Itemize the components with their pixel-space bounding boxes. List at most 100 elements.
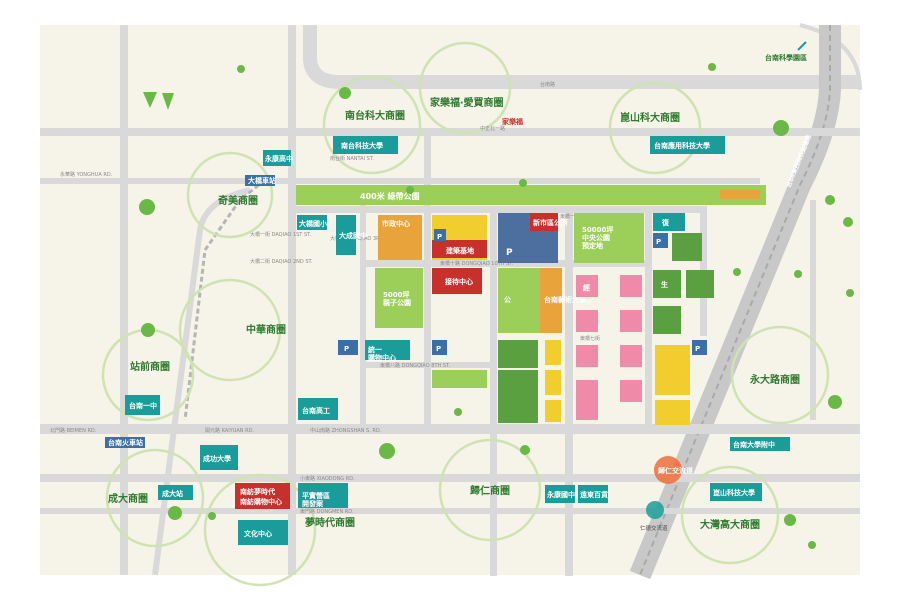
road-label-dongqiao-10: 東橋十路 DONGQIAO 10TH ST. xyxy=(440,260,514,267)
park-band-label: 400米 綠帶公園 xyxy=(360,191,419,201)
orange-block-a xyxy=(378,215,422,260)
nanfang-box[interactable] xyxy=(235,483,290,509)
zone-titles: 南台科大商圈 家樂福‧愛買商圈 崑山科大商圈 奇美商圈 中華商圈 站前商圈 成大… xyxy=(108,96,800,531)
parking-icon-c xyxy=(653,233,668,248)
tongyi-label: 統一購物中心 xyxy=(367,345,396,362)
tunnel-marker[interactable] xyxy=(646,501,664,519)
zone-circle-nantai xyxy=(322,75,422,175)
park-5000-label: 5000坪親子公園 xyxy=(383,290,411,307)
tainan-hosp-box[interactable] xyxy=(730,437,790,451)
cultural-center-label: 文化中心 xyxy=(244,529,272,538)
yuan-sheng-label: 遠東百貨 xyxy=(580,490,608,499)
ta-univ-label: 台南應用科技大學 xyxy=(654,141,710,150)
daqiao-school-box[interactable] xyxy=(297,215,327,230)
red-small xyxy=(530,213,558,231)
cultural-center-box[interactable] xyxy=(238,520,288,545)
tunnel-label: 仁德交流道 xyxy=(640,524,668,532)
parking-icon-e xyxy=(432,340,447,355)
zone-circle-yongkang xyxy=(186,151,274,239)
chengda-stn-box[interactable] xyxy=(158,485,193,500)
road-label-beimen: 北門路 BEIMEN RD. xyxy=(50,427,97,434)
city-hall-label: 市政中心 xyxy=(382,219,410,228)
yi-block xyxy=(540,268,562,333)
science-park-arrow-icon xyxy=(797,41,807,51)
zone-title-chengda: 成大商圈 xyxy=(108,492,148,505)
parking-icon-f xyxy=(692,340,707,355)
park-5000-block xyxy=(375,268,423,328)
road-label-daqiao-2: 大橋二街 DAQIAO 2ND ST. xyxy=(250,258,313,265)
road-label-yonghua: 永華路 YONGHUA RD. xyxy=(60,171,113,178)
tai-art-label: 台南藝術大學 xyxy=(544,295,586,304)
construction-label: 建築基地 xyxy=(446,246,474,255)
pink-blocks xyxy=(576,275,642,420)
road-label-dongqiao-8: 東橋八路 DONGQIAO 8TH ST. xyxy=(380,362,450,369)
green-strip xyxy=(432,370,487,388)
parking-label-e: P xyxy=(436,345,441,353)
kunshan-u-box[interactable] xyxy=(710,483,762,501)
tainan-station-box[interactable] xyxy=(105,437,145,448)
parking-label-c: P xyxy=(656,238,661,246)
fu-box xyxy=(653,213,685,231)
road-label-daqiao-1: 大橋一街 DAQIAO 1ST ST. xyxy=(250,231,312,238)
road-label-zhongshan: 中山南路 ZHONGSHAN S. RD. xyxy=(310,427,382,434)
pingshi-label: 平實營區開發案 xyxy=(302,491,330,508)
gong-label: 公 xyxy=(504,296,511,304)
yuan-sheng-box[interactable] xyxy=(578,485,608,503)
zone-title-zhanqian: 站前商圈 xyxy=(130,360,170,373)
dacheng-box[interactable] xyxy=(336,215,356,255)
tongyi-box[interactable] xyxy=(365,340,410,360)
pingshi-box[interactable] xyxy=(298,483,348,508)
zone-circle-zhonghua xyxy=(178,278,282,382)
dacheng-label: 大成國中 xyxy=(339,231,367,240)
nantai-univ-box[interactable] xyxy=(333,136,398,154)
zone-circle-chengda xyxy=(105,448,205,548)
road-label-daqiao-3: 大橋三街 DAQIAO 3RD ST. xyxy=(330,235,393,242)
zone-title-lunan: 歸仁商圈 xyxy=(470,484,510,497)
yongkang-ming-box[interactable] xyxy=(545,485,575,503)
zone-circles xyxy=(101,41,830,587)
nantai-univ-label: 南台科技大學 xyxy=(341,141,383,150)
ta-univ-box[interactable] xyxy=(650,136,725,154)
yongkang-hs-box[interactable] xyxy=(263,150,291,166)
parking-label-a: P xyxy=(437,233,442,241)
xinshi-label: 新市區公所 xyxy=(533,218,568,227)
zone-title-carrefour: 家樂福‧愛買商圈 xyxy=(430,96,503,109)
reception-box[interactable] xyxy=(432,268,482,294)
construction-box[interactable] xyxy=(432,240,487,258)
fu-label: 復 xyxy=(661,218,670,227)
road-label-dongmen: 東門路 DONGMEN RD. xyxy=(300,508,354,515)
zone-title-nantai: 南台科大商圈 xyxy=(345,109,405,122)
parking-label-d: P xyxy=(344,345,349,353)
tainan-station-label: 台南火車站 xyxy=(108,438,143,447)
zone-circle-yongda xyxy=(730,325,830,425)
ramp-sign xyxy=(720,190,760,199)
green-block-c xyxy=(672,233,702,261)
zone-title-yongkang: 奇美商圈 xyxy=(218,194,258,207)
tainan-gong-label: 台南高工 xyxy=(302,406,330,415)
tainan-hs-label: 台南一中 xyxy=(129,401,157,410)
nanfang-label: 南紡夢時代 xyxy=(240,487,275,496)
chengda-stn-label: 成大站 xyxy=(162,489,183,498)
gong-block xyxy=(498,268,518,333)
road-label-nantai: 南台街 NANTAI ST. xyxy=(330,155,374,162)
zone-title-meishidai: 夢時代商圈 xyxy=(305,516,355,529)
zhu-block xyxy=(518,268,540,333)
tainan-gong-box[interactable] xyxy=(298,398,338,420)
guiren-interchange-marker[interactable] xyxy=(654,456,682,484)
zone-title-dawan: 大灣高大商圈 xyxy=(700,518,760,531)
jing-label: 經 xyxy=(583,283,590,292)
reception-label: 接待中心 xyxy=(445,277,473,286)
parking-label-f: P xyxy=(695,345,700,353)
road-label-zhongzheng-n: 中正北一路 xyxy=(480,125,505,132)
tainan-hs-box[interactable] xyxy=(125,395,160,415)
cheng-kung-box[interactable] xyxy=(200,445,238,470)
guiren-label: 歸仁交流道 xyxy=(658,466,693,475)
park-50000-label: 50000坪中央公園預定地 xyxy=(582,225,613,250)
trees xyxy=(139,63,854,549)
daqiao-station-box[interactable] xyxy=(245,175,275,186)
parking-icon-d xyxy=(338,340,358,355)
sheng-label: 生 xyxy=(661,280,668,289)
road-label-kaiyuan: 開元路 KAIYUAN RD. xyxy=(205,427,254,434)
